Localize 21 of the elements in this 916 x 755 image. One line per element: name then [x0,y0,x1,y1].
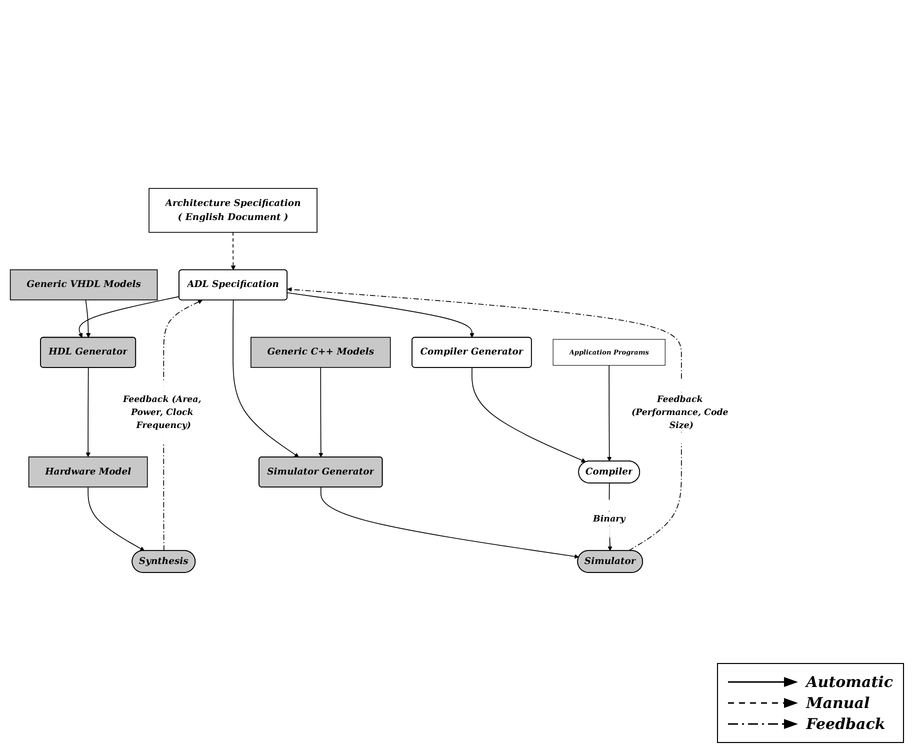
arrow [230,232,236,270]
arrow [232,300,300,458]
arrow [286,292,474,338]
node-box: Generic VHDL Models [10,269,158,300]
legend-text: Automatic [806,673,893,691]
arrow [606,364,612,462]
arrow [85,299,91,338]
edge-label: Feedback (Area, Power, Clock Frequency) [122,394,202,430]
arrow [86,367,90,458]
arrow [320,486,580,559]
edge-label: Feedback (Performance, Code Size) [631,394,728,430]
arrow [78,296,180,338]
arrow [318,367,324,458]
arrow [472,367,586,462]
node-box: Architecture Specification ( English Document ) [148,188,318,233]
node-box: Generic C++ Models [250,336,391,368]
arrow [88,486,145,551]
node-box: Hardware Model [28,456,148,488]
legend-text: Feedback [806,715,886,733]
legend-text: Manual [806,694,870,712]
edge-label: Binary [593,513,626,524]
